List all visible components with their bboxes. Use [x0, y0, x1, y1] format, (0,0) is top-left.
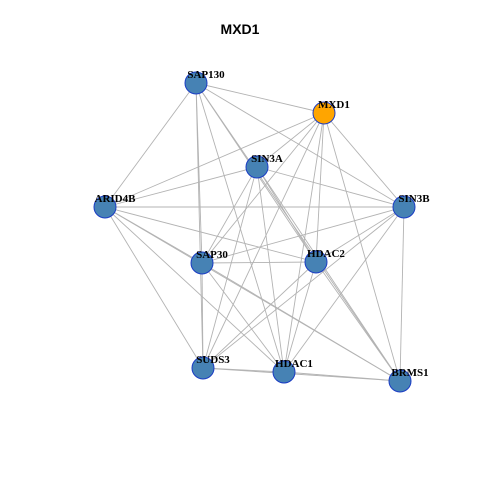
node-arid4b	[93, 195, 117, 219]
edge-mxd1-sin3b	[323, 112, 405, 208]
edge-mxd1-sin3a	[256, 112, 325, 168]
edges-layer	[104, 82, 405, 382]
edge-hdac2-brms1	[315, 261, 401, 382]
edge-sap130-arid4b	[104, 82, 197, 208]
edge-mxd1-arid4b	[104, 112, 325, 208]
node-label-hdac2: HDAC2	[307, 248, 345, 260]
edge-sap30-hdac2	[201, 261, 317, 264]
node-brms1	[388, 369, 412, 393]
node-sap30	[190, 251, 214, 275]
node-mxd1	[312, 101, 336, 125]
node-label-arid4b: ARID4B	[95, 193, 137, 205]
edge-hdac2-suds3	[202, 261, 317, 369]
edge-hdac1-brms1	[283, 371, 401, 382]
node-label-brms1: BRMS1	[391, 367, 428, 379]
node-hdac1	[272, 360, 296, 384]
edge-mxd1-hdac2	[315, 112, 325, 263]
edge-sin3a-arid4b	[104, 166, 258, 208]
edge-sin3b-hdac2	[315, 206, 405, 263]
edge-sin3b-sap30	[201, 206, 405, 264]
edge-sap130-hdac1	[195, 82, 285, 373]
edge-mxd1-suds3	[202, 112, 325, 369]
node-sin3a	[245, 155, 269, 179]
edge-sap30-suds3	[201, 262, 204, 369]
node-label-suds3: SUDS3	[196, 354, 230, 366]
edge-sin3b-suds3	[202, 206, 405, 369]
edge-sin3a-hdac1	[256, 166, 285, 373]
edge-sap30-hdac1	[201, 262, 285, 373]
edge-hdac2-hdac1	[283, 261, 317, 373]
node-hdac2	[304, 250, 328, 274]
edge-arid4b-suds3	[104, 206, 204, 369]
edge-arid4b-hdac2	[104, 206, 317, 263]
edge-sin3a-sin3b	[256, 166, 405, 208]
edge-sin3a-sap30	[201, 166, 258, 264]
node-label-sin3a: SIN3A	[251, 153, 283, 165]
edge-sin3a-hdac2	[256, 166, 317, 263]
node-label-sap130: SAP130	[187, 69, 225, 81]
node-label-sin3b: SIN3B	[398, 193, 430, 205]
edge-arid4b-hdac1	[104, 206, 285, 373]
edge-sap130-sin3b	[195, 82, 405, 208]
nodes-layer	[93, 71, 416, 393]
node-label-mxd1: MXD1	[318, 99, 350, 111]
node-label-sap30: SAP30	[196, 249, 228, 261]
node-sin3b	[392, 195, 416, 219]
edge-sin3a-brms1	[256, 166, 401, 382]
graph-title: MXD1	[220, 21, 260, 37]
node-label-hdac1: HDAC1	[275, 358, 313, 370]
edge-sin3b-hdac1	[283, 206, 405, 373]
edge-sap130-suds3	[195, 82, 204, 369]
node-suds3	[191, 356, 215, 380]
edge-sin3b-brms1	[399, 206, 405, 382]
edge-mxd1-brms1	[323, 112, 401, 382]
edge-sin3a-suds3	[202, 166, 258, 369]
edge-sap130-mxd1	[195, 82, 325, 114]
edge-sap130-brms1	[195, 82, 401, 382]
edge-sap30-brms1	[201, 262, 401, 382]
node-sap130	[184, 71, 208, 95]
